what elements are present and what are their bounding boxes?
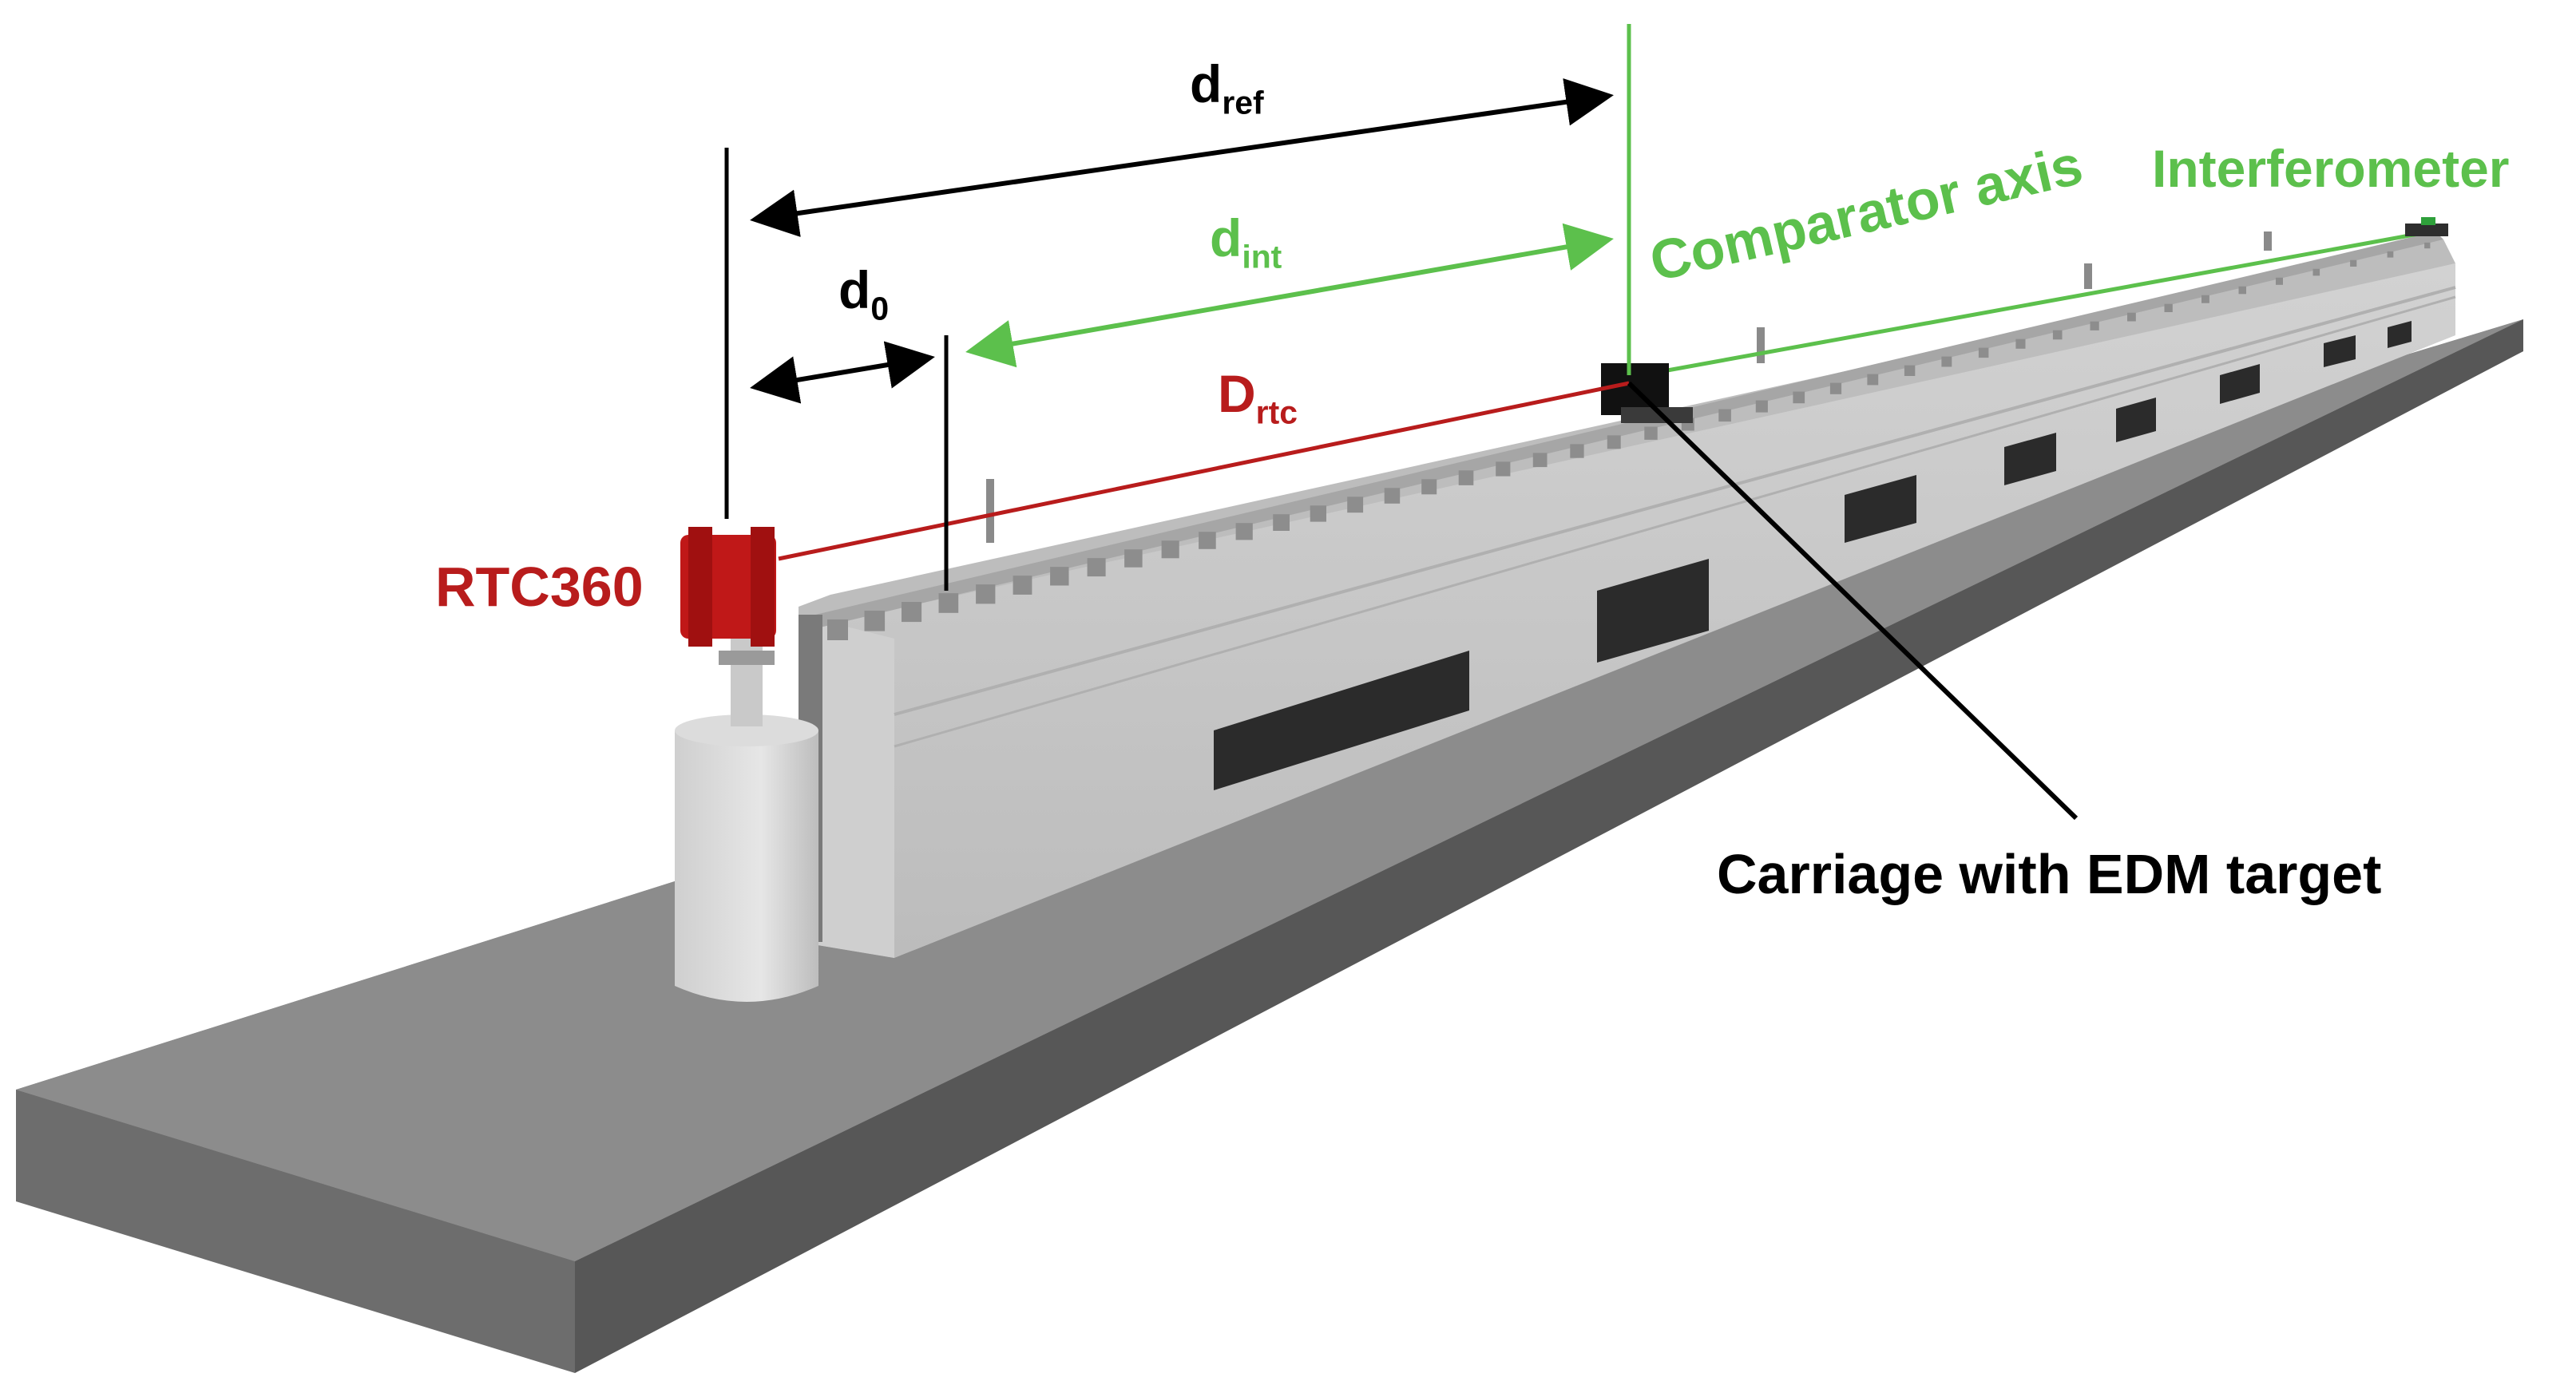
rail-block — [1124, 549, 1143, 568]
rail-block — [1978, 347, 1989, 358]
rail-block — [2127, 312, 2136, 322]
label-d-rtc-sub: rtc — [1255, 394, 1298, 431]
label-d-int-sub: int — [1242, 238, 1282, 275]
carriage-pointer-line — [1627, 381, 2079, 821]
rail-block — [2015, 338, 2026, 349]
rail-block — [1087, 558, 1106, 577]
rail-block — [938, 593, 959, 613]
rail-block — [1199, 532, 1216, 549]
comparator-axis-line — [1640, 229, 2432, 378]
instrument-collar — [719, 651, 775, 665]
label-rtc360: RTC360 — [435, 556, 644, 618]
rail-block — [1458, 470, 1474, 485]
rail-block — [2312, 268, 2320, 276]
beam-window — [2004, 433, 2056, 485]
beam-window — [1214, 651, 1469, 790]
label-d-0: d0 — [838, 260, 889, 325]
beam-window — [1597, 559, 1709, 663]
beam-window — [2388, 321, 2412, 348]
rail-block — [1532, 453, 1548, 468]
beam-window — [2116, 398, 2156, 442]
beam-groove-2 — [894, 295, 2456, 748]
rail-block — [1161, 540, 1179, 559]
label-d-int-main: d — [1210, 208, 1242, 267]
label-d-rtc-main: D — [1218, 364, 1256, 423]
label-carriage: Carriage with EDM target — [1717, 843, 2382, 905]
d-0-arrow — [750, 341, 935, 404]
rail-block — [1384, 488, 1401, 504]
label-d-ref-main: d — [1190, 54, 1223, 113]
carriage-base — [1621, 407, 1693, 423]
rail-block — [2201, 295, 2209, 303]
label-d-rtc: Drtc — [1218, 364, 1298, 429]
rail-block — [2424, 242, 2431, 249]
rail — [799, 231, 2443, 631]
rail-block — [1235, 523, 1253, 540]
rail-block — [1050, 567, 1069, 586]
beam-groove-1 — [894, 286, 2456, 716]
rail-block — [1867, 374, 1879, 386]
label-d-ref: dref — [1190, 54, 1264, 119]
rail-block — [1347, 497, 1364, 513]
beam-window — [1845, 475, 1916, 543]
rtc360-instrument — [675, 527, 818, 1002]
rail-block — [2238, 286, 2246, 295]
rail-block — [1793, 391, 1805, 404]
rail-block — [1755, 400, 1768, 413]
rail-block — [1941, 356, 1952, 367]
comparator-beam — [799, 231, 2456, 958]
rail-block — [2276, 277, 2283, 285]
rail-block — [902, 602, 922, 623]
pillar-top — [675, 714, 818, 746]
d-rtc-line — [778, 381, 1630, 561]
rail-block — [1496, 461, 1511, 477]
label-d-int: dint — [1210, 212, 1282, 273]
slab-side — [575, 319, 2523, 1373]
rail-block — [2350, 259, 2357, 267]
rail-block — [2052, 330, 2063, 340]
rail-block — [1607, 435, 1621, 449]
rail-block — [1013, 576, 1032, 595]
interferometer-head — [2405, 224, 2448, 236]
rail-block — [827, 619, 848, 640]
rail-blocks — [827, 231, 2431, 640]
slab-front — [16, 1090, 575, 1373]
pillar — [675, 730, 818, 1002]
rtc360-head-right — [751, 527, 775, 647]
rail-block — [1570, 444, 1584, 458]
rail-block — [1904, 365, 1916, 376]
rail-block — [1718, 409, 1731, 422]
rail-block — [2090, 321, 2099, 330]
beam-window — [2220, 364, 2260, 404]
rail-block — [864, 611, 886, 631]
rail-block — [976, 584, 996, 604]
rail-block — [2387, 251, 2394, 258]
label-d-ref-sub: ref — [1222, 84, 1264, 121]
rail-block — [1829, 382, 1842, 394]
rail-block — [1310, 505, 1326, 522]
beam-window — [2324, 335, 2356, 367]
label-d-0-main: d — [838, 260, 871, 319]
rail-block — [1421, 479, 1437, 495]
d-int-arrow — [965, 223, 1614, 368]
rtc360-head-left — [688, 527, 712, 647]
rail-block — [2164, 303, 2173, 312]
d-ref-arrow — [750, 78, 1614, 237]
rail-block — [1273, 514, 1290, 531]
label-interferometer: Interferometer — [2152, 139, 2510, 198]
rail-block — [1644, 426, 1658, 440]
interferometer-mark — [2421, 217, 2435, 225]
label-d-0-sub: 0 — [870, 290, 890, 327]
